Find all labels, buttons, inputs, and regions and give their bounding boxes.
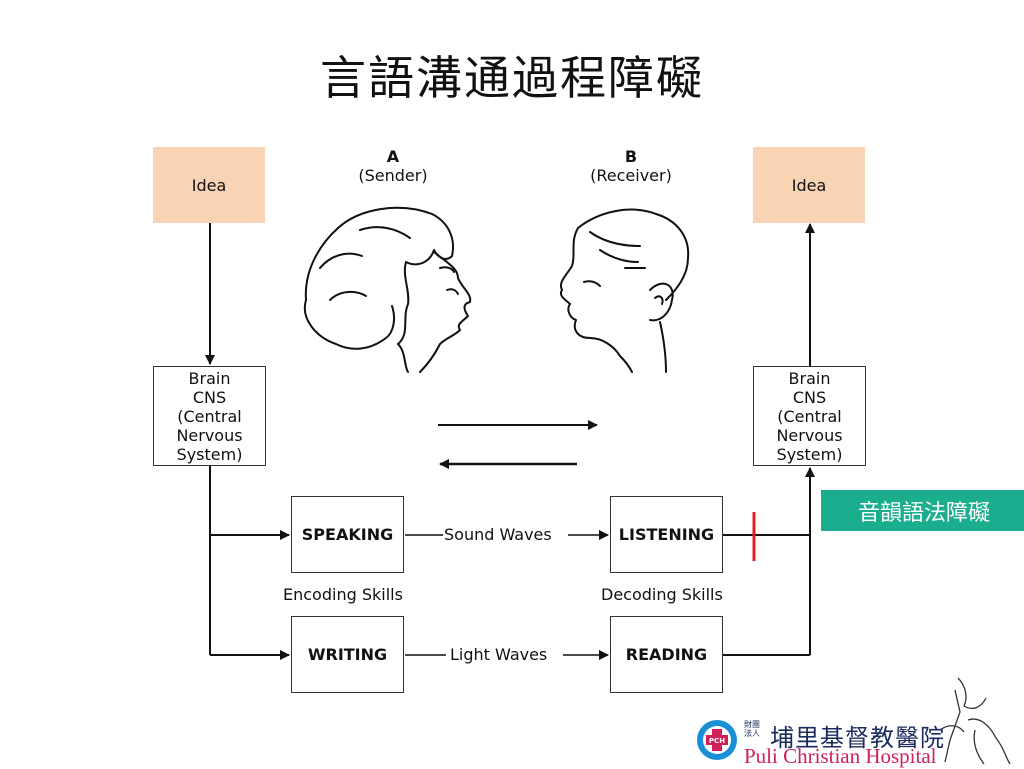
phonology-syntax-disorder-tag: 音韻語法障礙 — [821, 490, 1024, 531]
logo-english-name: Puli Christian Hospital — [744, 744, 937, 768]
idea-box-sender: Idea — [153, 147, 265, 223]
brain-box-receiver: Brain CNS (Central Nervous System) — [753, 366, 866, 466]
brain-box-sender: Brain CNS (Central Nervous System) — [153, 366, 266, 466]
logo-small-line2: 法人 — [744, 729, 760, 738]
light-waves-label: Light Waves — [450, 645, 548, 664]
receiver-role: (Receiver) — [590, 166, 672, 185]
page-title: 言語溝通過程障礙 — [320, 51, 704, 105]
receiver-label: B (Receiver) — [580, 147, 682, 185]
listening-box: LISTENING — [610, 496, 723, 573]
logo-chinese-name: 埔里基督教醫院 — [770, 724, 945, 752]
sound-waves-label: Sound Waves — [444, 525, 552, 544]
logo-badge-text: PCH — [709, 737, 725, 745]
logo-small-line1: 財團 — [744, 720, 760, 729]
sender-role: (Sender) — [358, 166, 428, 185]
writing-box: WRITING — [291, 616, 404, 693]
reading-box: READING — [610, 616, 723, 693]
encoding-skills-label: Encoding Skills — [283, 585, 403, 604]
sender-letter: A — [386, 147, 400, 166]
sender-label: A (Sender) — [343, 147, 443, 185]
decoding-skills-label: Decoding Skills — [601, 585, 723, 604]
speaking-box: SPEAKING — [291, 496, 404, 573]
logo-small-text: 財團 法人 — [744, 720, 760, 738]
receiver-letter: B — [624, 147, 638, 166]
idea-box-receiver: Idea — [753, 147, 865, 223]
